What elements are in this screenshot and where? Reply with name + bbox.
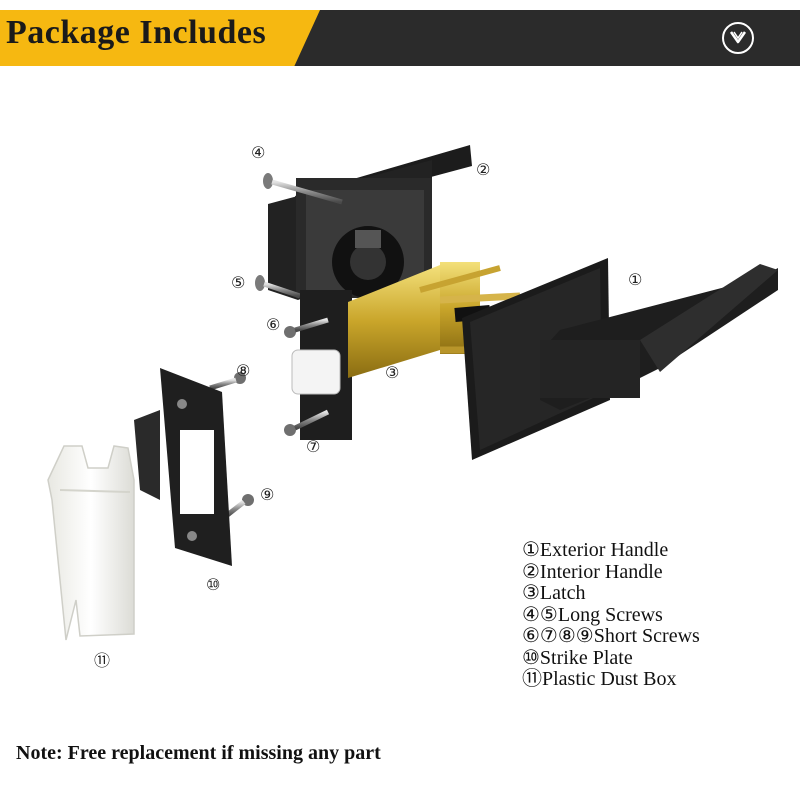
legend-item: ⑥⑦⑧⑨Short Screws xyxy=(522,625,700,647)
callout-5: ⑤ xyxy=(231,273,245,292)
legend-item: ①Exterior Handle xyxy=(522,539,669,561)
short-screw xyxy=(224,494,254,518)
callout-7: ⑦ xyxy=(306,437,320,456)
package-banner: Package Includes xyxy=(0,10,800,66)
callout-11: ⑪ xyxy=(94,651,110,670)
callout-4: ④ xyxy=(251,143,265,162)
legend-item: ③Latch xyxy=(522,582,586,604)
legend-item: ⑪Plastic Dust Box xyxy=(522,668,677,690)
banner-accent xyxy=(0,10,320,66)
banner-title: Package Includes xyxy=(6,14,267,51)
short-screw xyxy=(284,317,329,338)
callout-3: ③ xyxy=(385,363,399,382)
exploded-view-illustration: ④ ② ① ⑤ ⑥ ③ ⑧ ⑦ ⑨ ⑩ ⑪ xyxy=(47,143,778,670)
replacement-note: Note: Free replacement if missing any pa… xyxy=(16,742,381,764)
parts-legend: ①Exterior Handle ②Interior Handle ③Latch… xyxy=(522,539,700,691)
strike-plate xyxy=(134,368,232,566)
legend-item: ⑩Strike Plate xyxy=(522,646,633,669)
chevron-down-circle-icon[interactable] xyxy=(722,22,754,54)
exterior-handle xyxy=(462,258,778,460)
callout-1: ① xyxy=(628,270,642,289)
callout-9: ⑨ xyxy=(260,485,274,504)
long-screw xyxy=(263,173,343,205)
callout-10: ⑩ xyxy=(206,575,220,594)
callout-6: ⑥ xyxy=(266,315,280,334)
legend-item: ②Interior Handle xyxy=(522,560,663,583)
callout-2: ② xyxy=(476,160,490,179)
short-screw xyxy=(209,372,246,391)
long-screw xyxy=(255,275,301,299)
plastic-dust-box xyxy=(47,445,135,641)
short-screw xyxy=(284,409,330,436)
legend-item: ④⑤Long Screws xyxy=(522,603,663,626)
callout-8: ⑧ xyxy=(236,361,250,380)
